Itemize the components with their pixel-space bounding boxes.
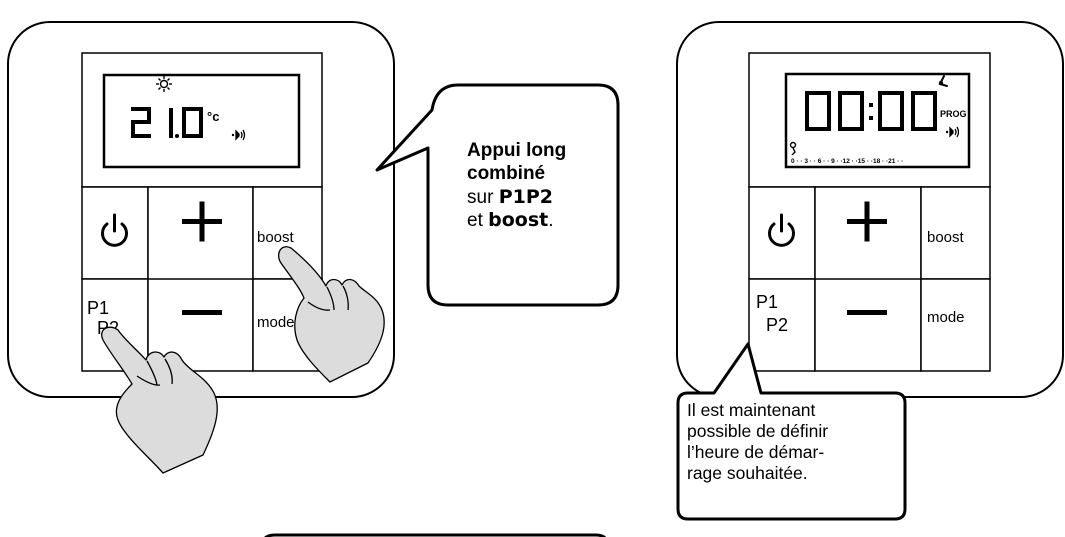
lcd-prog-label: PROG [940,109,967,119]
signal-icon [231,129,246,141]
power-icon[interactable] [101,213,128,247]
right-lcd [784,72,971,169]
right-thermostat: PROG 0 · · 3 · · 6 · · 9 · ·12 · ·15 · ·… [676,21,1064,398]
timer-icon [789,141,797,156]
callout-1-line2: combiné [467,162,546,184]
callout-2-bubble [676,342,907,521]
boost-button[interactable]: boost [257,229,295,246]
right-keypad [748,186,991,372]
sun-icon [156,76,172,92]
callout-2-line1: Il est maintenant [687,400,816,420]
minus-button[interactable] [182,310,222,315]
hand-icon-boost [277,246,385,383]
callout-1-line1: Appui long [467,140,567,161]
minus-button[interactable] [847,310,887,315]
callout-2-line3: l’heure de démar- [687,442,825,462]
power-icon[interactable] [768,213,795,247]
mode-button[interactable]: mode [257,314,295,331]
lcd-digit-1 [169,108,173,138]
callout-1-text: Appui long combiné sur P1P2 et boost. [467,140,617,233]
lcd-digit-2 [131,107,151,138]
lcd-digit-0 [182,107,203,138]
left-thermostat: °c [7,21,395,474]
p1-label[interactable]: P1 [756,292,778,312]
fan-icon [938,75,948,87]
callout-1-bubble [375,83,620,307]
p1-label[interactable]: P1 [87,298,109,318]
callout-1-line4: et boost. [467,209,554,232]
callout-1-key-boost: boost [488,209,549,232]
lcd-time-digits [805,91,937,131]
callout-2-line4: rage souhaitée. [687,463,808,483]
callout-2-line2: possible de définir [687,421,829,441]
lcd-unit: °c [207,109,219,124]
lcd-decimal-point [175,134,179,138]
plus-button[interactable] [182,201,222,242]
p2-label[interactable]: P2 [766,315,788,335]
callout-1-key-p1p2: P1P2 [498,185,553,208]
hand-icon-p1p2 [101,326,218,474]
signal-icon [945,126,960,138]
callout-2-text: Il est maintenant possible de définir l’… [687,400,902,484]
callout-1-line3: sur P1P2 [467,185,553,208]
mode-button[interactable]: mode [927,309,965,326]
plus-button[interactable] [847,201,887,242]
boost-button[interactable]: boost [927,229,965,246]
lcd-time-scale: 0 · · 3 · · 6 · · 9 · ·12 · ·15 · ·18 · … [791,158,903,165]
